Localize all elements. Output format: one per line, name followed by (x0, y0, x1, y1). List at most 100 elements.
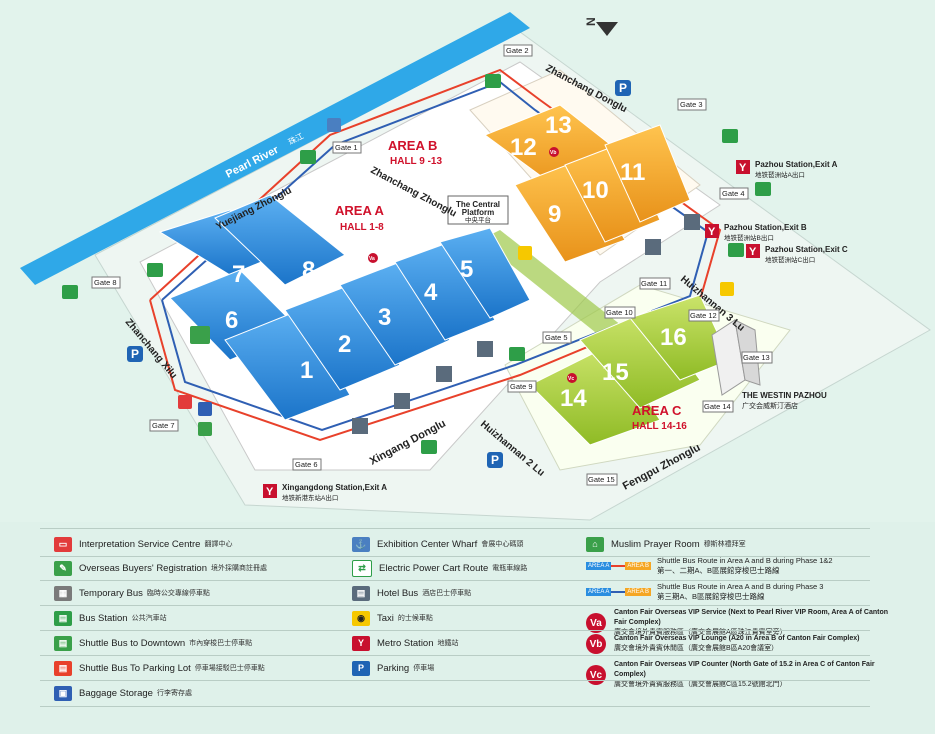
hall-label: 3 (378, 304, 391, 331)
gate-10[interactable]: Gate 10 (606, 308, 633, 317)
vip-vc-icon: Vc (586, 665, 606, 685)
gate-15[interactable]: Gate 15 (588, 475, 615, 484)
cart-route-icon: ⇄ (352, 559, 372, 577)
metro-xingangdong[interactable]: Y Xingangdong Station,Exit A 地铁新港东站A出口 (263, 483, 387, 502)
hall-label: 16 (660, 324, 687, 351)
bus-icon[interactable] (62, 285, 78, 299)
central-platform-callout: The Central Platform 中央平台 (447, 195, 509, 225)
central-platform-label-2: Platform (462, 208, 494, 217)
gate-6[interactable]: Gate 6 (295, 460, 318, 469)
bus-icon[interactable] (755, 182, 771, 196)
parking-icon[interactable]: P (615, 80, 631, 96)
gate-2[interactable]: Gate 2 (506, 46, 529, 55)
wharf-icon[interactable] (327, 118, 341, 132)
prayer-room-icon: ⌂ (586, 536, 604, 552)
gate-5[interactable]: Gate 5 (545, 333, 568, 342)
prayer-room-icon[interactable] (190, 326, 210, 344)
bus-icon[interactable] (728, 243, 744, 257)
area-b-halls[interactable]: 9 10 11 12 13 (483, 104, 691, 263)
route-phase12-icon: AREA A AREA B (586, 562, 652, 570)
hall-label: 10 (582, 177, 609, 204)
central-platform-cn: 中央平台 (465, 215, 491, 224)
station-label: Pazhou Station,Exit C (765, 245, 848, 254)
station-label: Xingangdong Station,Exit A (282, 483, 387, 492)
route-line-red (611, 565, 626, 567)
bus-icon: ▤ (54, 610, 72, 626)
gate-12[interactable]: Gate 12 (690, 311, 717, 320)
metro-icon: Y (352, 635, 370, 651)
metro-pazhou-a[interactable]: Y Pazhou Station,Exit A 地铁琶洲站A出口 (736, 160, 838, 179)
vip-marker-vc[interactable]: Vc (567, 373, 577, 383)
hall-label: 5 (460, 256, 473, 283)
gate-3[interactable]: Gate 3 (680, 100, 703, 109)
gate-9[interactable]: Gate 9 (510, 382, 533, 391)
parking-icon[interactable]: P (127, 346, 143, 362)
area-a-hall-range: HALL 1-8 (340, 222, 384, 233)
vip-marker-va[interactable]: Va (368, 253, 378, 263)
interpretation-icon: ▭ (54, 536, 72, 552)
gate-8[interactable]: Gate 8 (94, 278, 117, 287)
hall-label: 15 (602, 359, 629, 386)
metro-icon: Y (266, 486, 274, 498)
temporary-bus-icon: ▦ (54, 585, 72, 601)
station-label-cn: 地铁琶洲站A出口 (755, 170, 805, 179)
hall-label: 2 (338, 331, 351, 358)
legend-item-route-phase3: AREA A AREA B Shuttle Bus Route in Area … (586, 582, 824, 601)
gate-7[interactable]: Gate 7 (152, 421, 175, 430)
bus-icon[interactable] (300, 150, 316, 164)
legend-item-vip-vb: Vb Canton Fair Overseas VIP Lounge (A20 … (586, 634, 859, 654)
parking-icon: P (352, 660, 370, 676)
svg-text:P: P (619, 81, 627, 95)
hall-label: 1 (300, 357, 313, 384)
shuttle-parking-icon: ▤ (54, 660, 72, 676)
taxi-icon[interactable] (720, 282, 734, 296)
hotel-bus-icon[interactable] (352, 214, 700, 434)
hotel-label: THE WESTIN PAZHOU (742, 391, 827, 400)
gate-13[interactable]: Gate 13 (743, 353, 770, 362)
gate-11[interactable]: Gate 11 (641, 279, 667, 288)
bus-icon[interactable] (485, 74, 501, 88)
station-label: Pazhou Station,Exit A (755, 160, 838, 169)
vip-marker-vb[interactable]: Vb (549, 147, 559, 157)
bus-icon[interactable] (722, 129, 738, 143)
shuttle-bus-icon: ▤ (54, 635, 72, 651)
taxi-icon[interactable] (518, 246, 532, 260)
anchor-icon: ⚓ (352, 536, 370, 552)
gate-14[interactable]: Gate 14 (704, 402, 731, 411)
gate-1[interactable]: Gate 1 (335, 143, 358, 152)
baggage-icon[interactable] (198, 402, 212, 416)
area-a-halls[interactable]: 1 2 3 4 5 6 7 8 (158, 194, 531, 421)
metro-pazhou-c[interactable]: Y Pazhou Station,Exit C 地铁琶洲站C出口 (746, 244, 848, 264)
legend-item-vip-va: Va Canton Fair Overseas VIP Service (Nex… (586, 608, 895, 638)
registration-icon[interactable] (198, 422, 212, 436)
metro-icon: Y (749, 246, 757, 258)
bus-icon[interactable] (147, 263, 163, 277)
pearl-river (20, 12, 530, 285)
bus-icon[interactable] (421, 440, 437, 454)
vip-vb-icon: Vb (586, 634, 606, 654)
bus-icon[interactable] (509, 347, 525, 361)
hall-label: 4 (424, 279, 438, 306)
area-b-hall-range: HALL 9 -13 (390, 156, 442, 167)
gates[interactable]: Gate 1 Gate 2 Gate 3 Gate 4 Gate 5 Gate … (91, 44, 773, 486)
legend-item-vip-vc: Vc Canton Fair Overseas VIP Counter (Nor… (586, 660, 895, 690)
area-a-label: AREA A (335, 203, 384, 218)
gate-4[interactable]: Gate 4 (722, 189, 745, 198)
baggage-icon: ▣ (54, 685, 72, 701)
station-label-cn: 地铁琶洲站C出口 (765, 255, 815, 264)
route-phase3-icon: AREA A AREA B (586, 588, 652, 596)
svg-text:Va: Va (369, 256, 375, 262)
hall-label: 6 (225, 307, 238, 334)
svg-text:P: P (491, 453, 499, 467)
metro-pazhou-b[interactable]: Y Pazhou Station,Exit B 地铁琶洲站B出口 (705, 223, 807, 242)
interpretation-icon[interactable] (178, 395, 192, 409)
parking-icon[interactable]: P (487, 452, 503, 468)
